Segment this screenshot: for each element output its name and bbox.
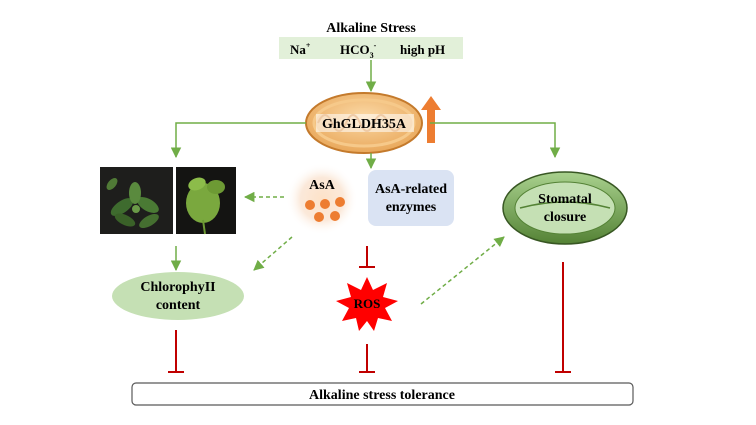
inhibit-stomata-to-tolerance (555, 262, 571, 373)
sodium-ion: Na+ (290, 41, 311, 57)
stress-title: Alkaline Stress (326, 21, 416, 36)
stomatal-label-line1: Stomatal (538, 192, 592, 207)
chlorophyll-ellipse (112, 272, 244, 320)
bicarbonate-ion: HCO3- (340, 41, 377, 60)
plant-photo-leaf (176, 167, 236, 235)
tolerance-label: Alkaline stress tolerance (309, 388, 455, 403)
gene-label: GhGLDH35A (322, 117, 407, 132)
dashed-arrow-asa-to-chlorophyll (253, 236, 293, 271)
asa-molecules-icon (305, 197, 345, 222)
chlorophyll-label-line1: ChlorophyII (140, 280, 215, 295)
asa-label: AsA (309, 178, 336, 193)
arrow-gene-to-stomata (430, 122, 561, 159)
ros-label: ROS (354, 296, 381, 311)
upregulation-arrow-icon (421, 96, 441, 143)
inhibit-ros-to-tolerance (359, 344, 375, 373)
asa-glow (286, 163, 358, 235)
inhibit-enzymes-to-ros (359, 246, 375, 268)
arrow-gene-to-plants (170, 122, 306, 159)
high-ph-label: high pH (400, 42, 445, 57)
stomata-icon (502, 171, 628, 245)
gene-label-backdrop (316, 114, 414, 132)
stress-box (279, 37, 463, 59)
stomatal-label-line2: closure (544, 210, 587, 225)
enzymes-box (368, 170, 454, 226)
plant-photo-rosette (100, 167, 173, 234)
inhibit-chlorophyll-to-tolerance (168, 330, 184, 373)
enzymes-label-line1: AsA-related (375, 182, 447, 197)
dashed-arrow-ros-to-stomata (420, 236, 505, 305)
tolerance-box (131, 382, 634, 406)
ros-burst-icon (336, 277, 398, 331)
enzymes-label-line2: enzymes (386, 200, 437, 215)
chlorophyll-label-line2: content (156, 298, 201, 313)
